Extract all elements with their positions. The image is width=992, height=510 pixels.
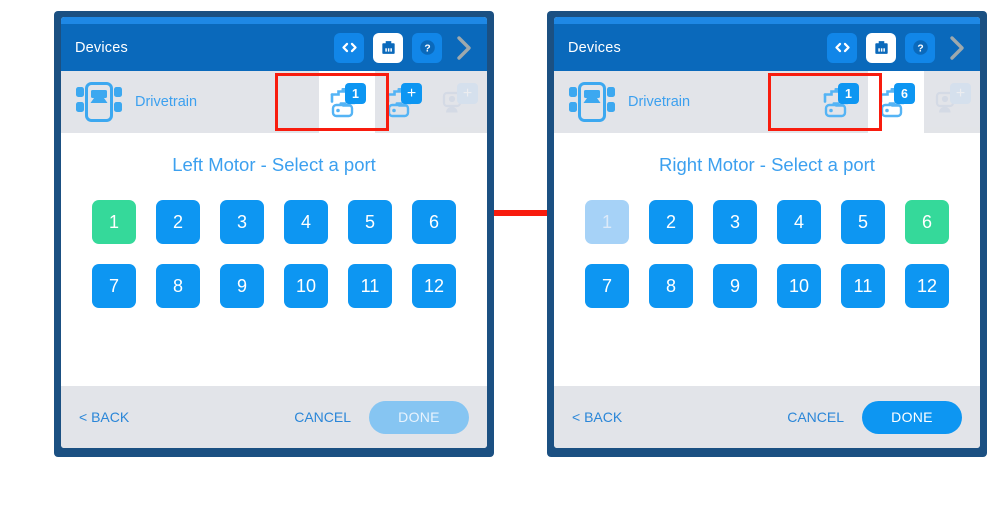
help-icon[interactable]: ? <box>905 32 935 63</box>
chevron-right-icon[interactable] <box>451 33 477 63</box>
port-button-4[interactable]: 4 <box>284 200 328 244</box>
device-panel-left: Devices? Drivetrain 1 + + Left Motor - Select… <box>54 11 494 457</box>
port-button-9[interactable]: 9 <box>713 264 757 308</box>
port-chip-group: 1 6 + <box>812 71 980 133</box>
done-button: DONE <box>369 400 469 434</box>
port-button-2[interactable]: 2 <box>649 200 693 244</box>
dialog-footer: < BACK CANCEL DONE <box>554 386 980 448</box>
port-button-11[interactable]: 11 <box>841 264 885 308</box>
svg-text:?: ? <box>917 43 923 54</box>
port-button-8[interactable]: 8 <box>156 264 200 308</box>
header-icon-group: ? <box>334 32 477 63</box>
port-button-8[interactable]: 8 <box>649 264 693 308</box>
port-button-9[interactable]: 9 <box>220 264 264 308</box>
chip-badge: + <box>401 83 422 104</box>
page-title: Devices <box>75 39 128 56</box>
back-button[interactable]: < BACK <box>572 409 623 425</box>
port-button-4[interactable]: 4 <box>777 200 821 244</box>
port-button-7[interactable]: 7 <box>92 264 136 308</box>
device-screen: Devices? Drivetrain 1 + + Left Motor - Select… <box>61 17 487 448</box>
motor-port-chip[interactable]: 1 <box>319 71 375 133</box>
drivetrain-icon <box>73 79 125 125</box>
port-button-1: 1 <box>585 200 629 244</box>
chevron-right-icon[interactable] <box>944 33 970 63</box>
motor-add-chip[interactable]: + <box>375 71 431 133</box>
port-chip-group: 1 + + <box>319 71 487 133</box>
motor-port-chip[interactable]: 6 <box>868 71 924 133</box>
chip-badge: 1 <box>345 83 366 104</box>
prompt-label: Right Motor - Select a port <box>659 154 875 175</box>
motor-port-chip[interactable]: 1 <box>812 71 868 133</box>
page-title: Devices <box>568 39 621 56</box>
cancel-button[interactable]: CANCEL <box>787 409 844 425</box>
chip-badge: 6 <box>894 83 915 104</box>
device-name-label: Drivetrain <box>135 94 198 110</box>
device-row: Drivetrain 1 6 + <box>554 71 980 133</box>
port-button-12[interactable]: 12 <box>905 264 949 308</box>
device-panel-right: Devices? Drivetrain 1 6 + Right Motor - Selec… <box>547 11 987 457</box>
port-button-7[interactable]: 7 <box>585 264 629 308</box>
app-header: Devices? <box>554 24 980 71</box>
port-button-3[interactable]: 3 <box>220 200 264 244</box>
dialog-footer: < BACK CANCEL DONE <box>61 386 487 448</box>
port-button-12[interactable]: 12 <box>412 264 456 308</box>
status-bar <box>61 17 487 24</box>
devices-icon[interactable] <box>373 32 403 63</box>
header-icon-group: ? <box>827 32 970 63</box>
prompt-label: Left Motor - Select a port <box>172 154 376 175</box>
status-bar <box>554 17 980 24</box>
port-button-11[interactable]: 11 <box>348 264 392 308</box>
port-button-3[interactable]: 3 <box>713 200 757 244</box>
port-button-1[interactable]: 1 <box>92 200 136 244</box>
chip-badge: + <box>457 83 478 104</box>
svg-text:?: ? <box>424 43 430 54</box>
device-screen: Devices? Drivetrain 1 6 + Right Motor - Selec… <box>554 17 980 448</box>
port-button-5[interactable]: 5 <box>841 200 885 244</box>
cancel-button[interactable]: CANCEL <box>294 409 351 425</box>
device-row: Drivetrain 1 + + <box>61 71 487 133</box>
device-name-label: Drivetrain <box>628 94 691 110</box>
drivetrain-icon <box>566 79 618 125</box>
app-header: Devices? <box>61 24 487 71</box>
add-device-chip[interactable]: + <box>924 71 980 133</box>
back-button[interactable]: < BACK <box>79 409 130 425</box>
help-icon[interactable]: ? <box>412 32 442 63</box>
port-button-10[interactable]: 10 <box>284 264 328 308</box>
chip-badge: 1 <box>838 83 859 104</box>
code-icon[interactable] <box>334 32 364 63</box>
done-button[interactable]: DONE <box>862 400 962 434</box>
code-icon[interactable] <box>827 32 857 63</box>
port-button-6[interactable]: 6 <box>412 200 456 244</box>
add-device-chip[interactable]: + <box>431 71 487 133</box>
port-button-5[interactable]: 5 <box>348 200 392 244</box>
devices-icon[interactable] <box>866 32 896 63</box>
port-button-10[interactable]: 10 <box>777 264 821 308</box>
port-button-6[interactable]: 6 <box>905 200 949 244</box>
chip-badge: + <box>950 83 971 104</box>
port-button-2[interactable]: 2 <box>156 200 200 244</box>
